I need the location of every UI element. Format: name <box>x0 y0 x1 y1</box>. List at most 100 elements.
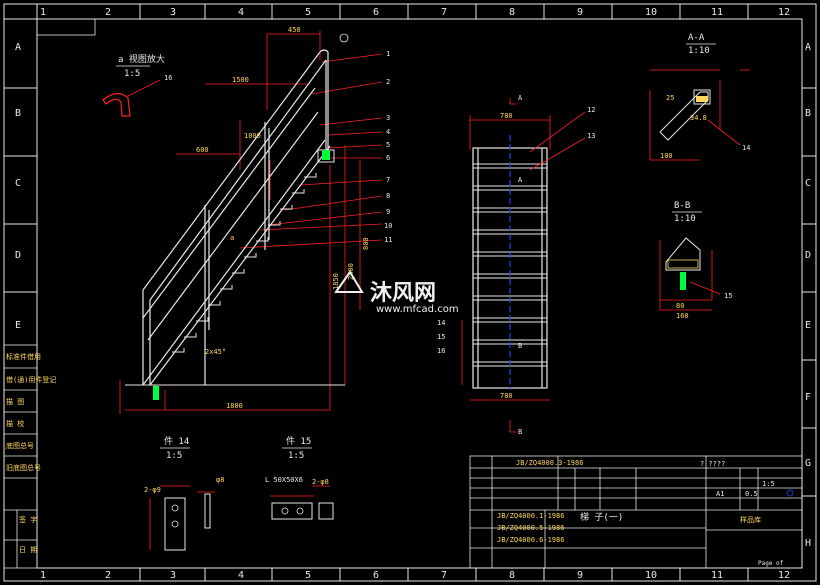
zone-col-label: 5 <box>305 7 311 18</box>
balloon-label: 3 <box>386 114 390 122</box>
svg-text:a: a <box>230 234 234 242</box>
zone-col-label: 6 <box>373 7 379 18</box>
balloon-label: 4 <box>386 128 390 136</box>
zone-row-labels: A B C D E A B C D E F G H <box>15 42 811 549</box>
svg-text:800: 800 <box>362 237 370 250</box>
zone-col-label: 1 <box>40 570 46 581</box>
top-view-balloon: 13 <box>587 132 595 140</box>
svg-text:100: 100 <box>660 152 673 160</box>
part14-scale: 1:5 <box>166 451 182 461</box>
zone-col-label: 2 <box>105 7 111 18</box>
zone-col-label: 10 <box>645 7 657 18</box>
stack-label: 15 <box>437 333 445 341</box>
svg-text:2400: 2400 <box>347 263 355 280</box>
side-note: 底图总号 <box>6 441 34 450</box>
top-view-balloon: 12 <box>587 106 595 114</box>
side-note: 借(通)用件登记 <box>6 375 56 384</box>
title-weight: 0.5 <box>745 490 758 498</box>
section-b-b: B-B 1:10 15 80 160 <box>659 201 732 320</box>
section-mark-a: A <box>518 94 523 102</box>
top-left-code-box <box>36 18 96 36</box>
balloon-label: 6 <box>386 154 390 162</box>
title-page: Page of <box>758 560 784 567</box>
side-note: 签 字 <box>19 515 37 524</box>
side-view-width-dim: 1800 <box>226 402 243 410</box>
zone-row-label: A <box>15 42 21 53</box>
svg-text:1000: 1000 <box>244 132 261 140</box>
side-notes-strip <box>3 344 38 569</box>
stack-labels: 14 15 16 <box>437 319 445 355</box>
zone-column-labels-bottom: 1 2 3 4 5 6 7 8 9 10 11 12 <box>40 570 790 581</box>
balloon-label: 9 <box>386 208 390 216</box>
svg-text:160: 160 <box>676 312 689 320</box>
zone-row-label: B <box>15 108 21 119</box>
zone-row-label: B <box>805 108 811 119</box>
svg-text:25: 25 <box>666 94 674 102</box>
side-note: 描 图 <box>6 397 24 406</box>
part15-scale: 1:5 <box>288 451 304 461</box>
section-aa-balloon: 14 <box>742 144 750 152</box>
part-balloons: 1 2 3 4 5 6 7 8 9 10 11 <box>384 50 392 244</box>
zone-col-label: 12 <box>778 7 790 18</box>
section-aa-title: A-A <box>688 33 705 43</box>
balloon-label: 2 <box>386 78 390 86</box>
title-material-code: 样品库 <box>740 515 761 524</box>
title-ref-std: JB/ZQ4000.3-1986 <box>516 459 583 467</box>
zone-col-label: 3 <box>170 570 176 581</box>
side-note: 日 期 <box>19 546 37 554</box>
svg-text:34.8: 34.8 <box>690 114 707 122</box>
balloon-label: 10 <box>384 222 392 230</box>
stair-side-view: 450 1500 600 1800 2x45° 1000 a 1850 2400… <box>119 26 392 414</box>
side-note: 标准件借用 <box>6 352 41 361</box>
section-bb-title: B-B <box>674 201 690 211</box>
zone-col-label: 11 <box>711 7 723 18</box>
section-mark-b: B <box>518 428 522 436</box>
zone-row-label: A <box>805 42 811 53</box>
svg-text:80: 80 <box>676 302 684 310</box>
zone-col-label: 1 <box>40 7 46 18</box>
zone-col-label: 9 <box>577 570 583 581</box>
svg-text:2-φ9: 2-φ9 <box>144 486 161 494</box>
detail-scale: 1:5 <box>124 69 140 79</box>
zone-row-label: C <box>805 178 811 189</box>
svg-text:450: 450 <box>288 26 301 34</box>
side-notes-text: 标准件借用 借(通)用件登记 描 图 描 校 底图总号 旧底图总号 签 字 日 … <box>6 352 56 554</box>
detail-a-view: a 视图放大 1:5 16 <box>102 53 172 117</box>
balloon-label: 5 <box>386 141 390 149</box>
zone-column-dividers <box>4 4 816 581</box>
section-bb-scale: 1:10 <box>674 214 696 224</box>
title-block-text: JB/ZQ4000.3-1986 ? ???? JB/ZQ4000.1-1986… <box>497 459 794 567</box>
section-aa-scale: 1:10 <box>688 46 710 56</box>
zone-col-label: 9 <box>577 7 583 18</box>
svg-text:2-φ8: 2-φ8 <box>312 478 329 486</box>
zone-col-label: 12 <box>778 570 790 581</box>
title-block <box>469 455 803 569</box>
zone-col-label: 4 <box>238 7 244 18</box>
title-doc-no: ? ???? <box>700 460 725 468</box>
stair-top-view: 780 780 A A B B 12 13 14 15 16 <box>437 94 595 436</box>
watermark: 沐风网 www.mfcad.com <box>334 270 459 315</box>
detail-balloon: 16 <box>164 74 172 82</box>
part-15-detail: 件 15 1:5 L 50X50X6 2-φ8 <box>265 435 334 520</box>
zone-col-label: 10 <box>645 570 657 581</box>
side-note: 描 校 <box>6 419 24 428</box>
part15-label: L 50X50X6 <box>265 476 303 484</box>
title-ref-std-d: JB/ZQ4000.6-1986 <box>497 536 564 544</box>
zone-row-label: E <box>805 320 811 331</box>
zone-col-label: 11 <box>711 570 723 581</box>
detail-caption: a 视图放大 <box>118 53 165 65</box>
section-mark-b: B <box>518 342 522 350</box>
section-a-a: A-A 1:10 14 25 34.8 100 <box>649 33 750 161</box>
svg-text:φ8: φ8 <box>216 476 224 484</box>
title-ref-std-b: JB/ZQ4000.1-1986 <box>497 512 564 520</box>
title-sheet-size: A1 <box>716 490 724 498</box>
section-mark-a: A <box>518 176 523 184</box>
zone-col-label: 3 <box>170 7 176 18</box>
zone-col-label: 7 <box>441 570 447 581</box>
zone-column-labels-top: 1 2 3 4 5 6 7 8 9 10 11 12 <box>40 7 790 18</box>
title-ref-std-c: JB/ZQ4000.5-1986 <box>497 524 564 532</box>
zone-col-label: 4 <box>238 570 244 581</box>
stack-label: 16 <box>437 347 445 355</box>
part-14-detail: 件 14 1:5 2-φ9 φ8 <box>144 435 224 551</box>
